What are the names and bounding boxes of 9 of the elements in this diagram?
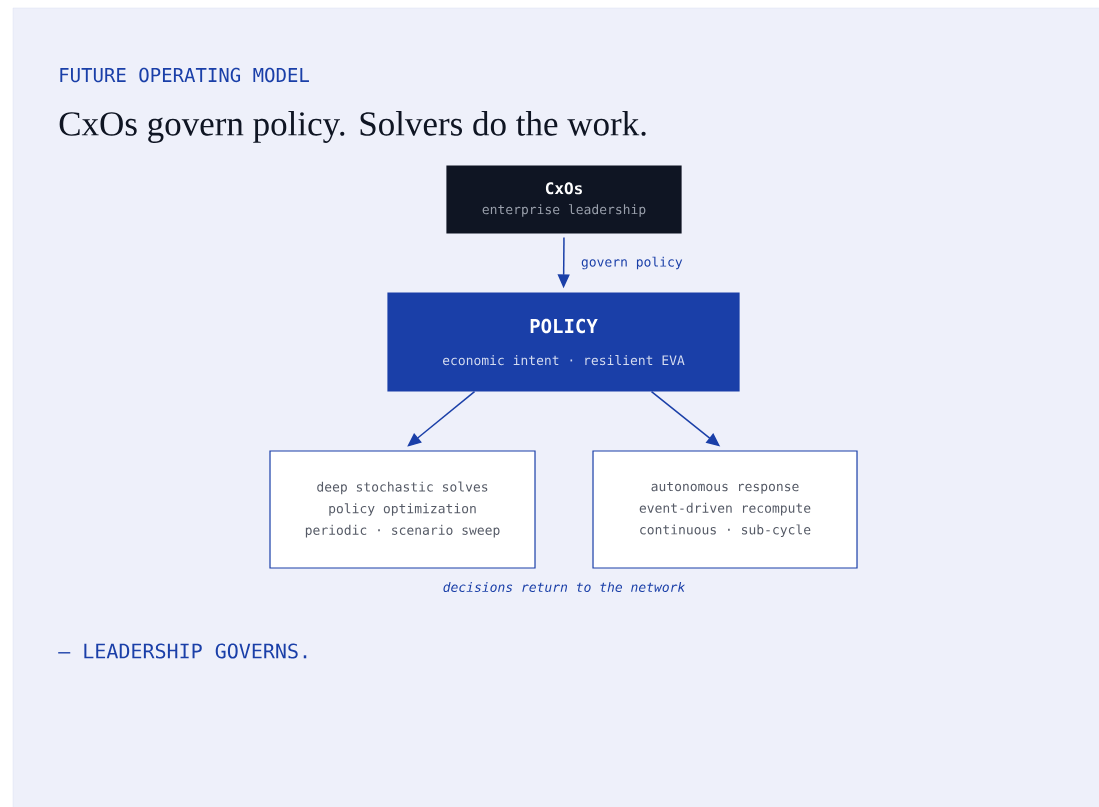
eyebrow-label: FUTURE OPERATING MODEL — [60, 67, 309, 83]
role-box: CxOs enterprise leadership — [446, 165, 682, 234]
tagline: — LEADERSHIP GOVERNS. — [58, 643, 307, 659]
solver-box: deep stochastic solves policy optimization periodic · scenario sweep — [269, 450, 536, 569]
solver-box: autonomous response event-driven recompute continuous · sub-cycle — [592, 450, 858, 569]
arrow — [407, 390, 476, 447]
policy-box: POLICY economic intent · resilient EVA — [387, 292, 740, 392]
title: CxOs govern policy. Solvers do the work. — [59, 111, 646, 143]
caption-note: decisions return to the network — [443, 581, 686, 593]
